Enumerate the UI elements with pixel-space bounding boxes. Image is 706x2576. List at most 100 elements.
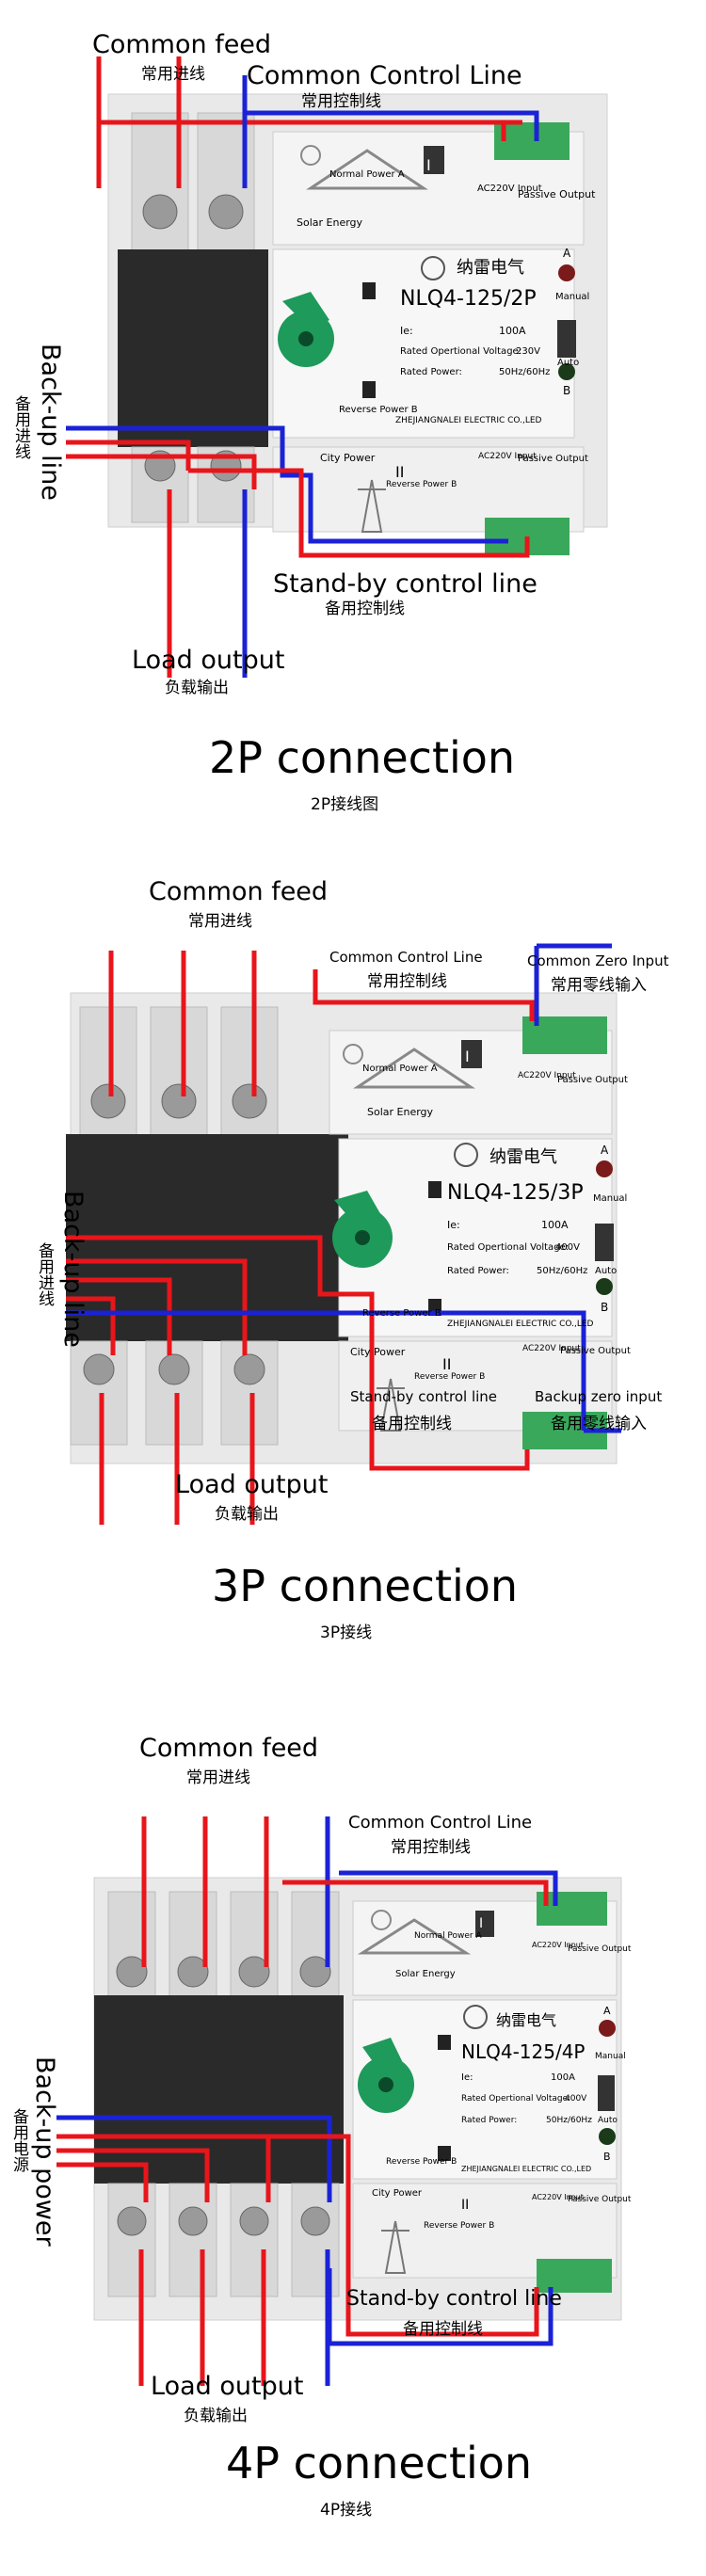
- panel-brand: 纳雷电气: [457, 258, 524, 278]
- panel-company: ZHEJIANGNALEI ELECTRIC CO.,LED: [461, 2165, 592, 2173]
- panel-input-2: AC220V Input: [532, 2193, 584, 2201]
- label-load-output-zh: 负载输出: [215, 1505, 279, 1524]
- panel-input: AC220V Input: [532, 1941, 584, 1949]
- diagram-4p: Common feed 常用进线 Common Control Line 常用控…: [0, 1722, 706, 2576]
- brand-logo-icon: [421, 256, 445, 280]
- label-common-control-zh: 常用控制线: [301, 92, 381, 111]
- panel-solar: Solar Energy: [297, 216, 363, 229]
- panel-solar: Solar Energy: [367, 1106, 434, 1118]
- switch-dark-block: [94, 1995, 344, 2184]
- panel-reverse-power-b: Reverse Power B: [424, 2221, 495, 2231]
- screw-terminal-icon: [239, 2206, 269, 2236]
- screw-terminal-icon: [161, 1083, 197, 1119]
- panel-freq-label: Rated Power:: [461, 2116, 518, 2125]
- subtitle-3p: 3P接线: [320, 1624, 373, 1642]
- rotary-handle-icon: [332, 1191, 393, 1268]
- label-common-control-zh: 常用控制线: [367, 972, 447, 991]
- led-indicator-icon: [558, 363, 575, 380]
- title-2p: 2P connection: [209, 732, 516, 783]
- panel-passive-2: Passive Output: [568, 2195, 632, 2204]
- label-common-feed-zh: 常用进线: [186, 1768, 250, 1787]
- screw-terminal-icon: [300, 2206, 330, 2236]
- label-standby-control-zh: 备用控制线: [325, 600, 405, 618]
- house-solar-icon: [343, 1044, 475, 1089]
- panel-model: NLQ4-125/3P: [447, 1181, 584, 1205]
- power-tower-icon: [381, 2220, 409, 2274]
- brand-logo-icon: [463, 2005, 488, 2029]
- panel-freq-value: 50Hz/60Hz: [499, 367, 551, 377]
- label-common-feed: Common feed: [149, 877, 329, 906]
- led-indicator-icon: [596, 1160, 613, 1177]
- panel-block-ii: II: [395, 463, 405, 481]
- panel-input: AC220V Input: [477, 184, 542, 194]
- panel-freq-label: Rated Power:: [400, 367, 462, 377]
- label-common-feed: Common feed: [139, 1734, 319, 1763]
- label-backup-zero: Backup zero input: [535, 1388, 663, 1405]
- screw-terminal-icon: [208, 194, 244, 230]
- panel-passive-2: Passive Output: [560, 1346, 631, 1356]
- label-common-control: Common Control Line: [348, 1813, 533, 1832]
- panel-city-power: City Power: [372, 2188, 423, 2199]
- label-standby-control-zh: 备用控制线: [403, 2320, 483, 2339]
- panel-led-b: B: [603, 2151, 611, 2163]
- panel-reverse-power-b: Reverse Power B: [386, 480, 457, 489]
- panel-ie-label: Ie:: [400, 325, 413, 337]
- panel-ie-label: Ie:: [461, 2072, 473, 2083]
- panel-brand: 纳雷电气: [496, 2011, 557, 2029]
- panel-normal-power: Normal Power A: [414, 1931, 482, 1941]
- rotary-handle-icon: [358, 2038, 414, 2113]
- title-3p: 3P connection: [212, 1560, 519, 1611]
- brand-logo-icon: [454, 1143, 478, 1167]
- panel-freq-value: 50Hz/60Hz: [546, 2116, 592, 2125]
- panel-passive: Passive Output: [557, 1075, 628, 1085]
- led-indicator-icon: [558, 264, 575, 281]
- panel-input-2: AC220V Input: [522, 1344, 581, 1353]
- panel-input: AC220V Input: [518, 1071, 576, 1080]
- panel-led-b: B: [601, 1301, 609, 1314]
- panel-voltage-label: Rated Opertional Voltage:: [461, 2094, 571, 2104]
- panel-led-a: A: [563, 247, 571, 260]
- panel-ie-value: 100A: [551, 2072, 575, 2083]
- power-tower-icon: [358, 479, 386, 533]
- panel-reverse-power: Reverse Power B: [339, 405, 418, 415]
- rotary-handle-icon: [278, 292, 334, 367]
- panel-block-i: I: [465, 1048, 470, 1065]
- panel-city-power: City Power: [320, 452, 376, 464]
- led-indicator-icon: [599, 2128, 616, 2145]
- screw-terminal-icon: [233, 1353, 265, 1385]
- screw-terminal-icon: [83, 1353, 115, 1385]
- label-standby-control: Stand-by control line: [346, 2287, 562, 2311]
- label-standby-control: Stand-by control line: [350, 1388, 498, 1405]
- panel-block-ii: II: [442, 1355, 452, 1373]
- screw-terminal-icon: [90, 1083, 126, 1119]
- label-common-control-zh: 常用控制线: [391, 1838, 471, 1857]
- panel-voltage-value: 400V: [565, 2094, 587, 2104]
- label-common-feed-zh: 常用进线: [188, 912, 252, 931]
- label-common-feed: Common feed: [92, 30, 272, 59]
- screw-terminal-icon: [232, 1083, 267, 1119]
- diagram-3p: Common feed 常用进线 Common Control Line 常用控…: [0, 866, 706, 1713]
- label-backup-zh: 备用电源: [9, 2108, 28, 2172]
- panel-passive: Passive Output: [518, 188, 596, 200]
- panel-brand: 纳雷电气: [489, 1147, 557, 1167]
- panel-reverse-power: Reverse Power B: [362, 1308, 441, 1319]
- title-4p: 4P connection: [226, 2438, 533, 2488]
- panel-auto: Auto: [598, 2116, 618, 2125]
- label-backup: Back-up power: [30, 2056, 59, 2247]
- house-solar-icon: [300, 145, 428, 190]
- label-common-control: Common Control Line: [247, 61, 522, 90]
- diagram-2p: Common feed 常用进线 Common Control Line 常用控…: [0, 0, 706, 828]
- screw-terminal-icon: [158, 1353, 190, 1385]
- label-common-feed-zh: 常用进线: [141, 65, 205, 84]
- label-backup-zero-zh: 备用零线输入: [551, 1415, 647, 1433]
- label-backup: Back-up line: [58, 1191, 88, 1348]
- led-indicator-icon: [599, 2020, 616, 2037]
- panel-block-i: I: [426, 156, 431, 174]
- panel-model: NLQ4-125/2P: [400, 287, 537, 311]
- label-common-zero: Common Zero Input: [527, 952, 669, 969]
- panel-voltage-value: 230V: [516, 346, 540, 357]
- label-load-output: Load output: [175, 1470, 329, 1499]
- screw-terminal-icon: [238, 1956, 270, 1988]
- panel-led-b: B: [563, 384, 571, 397]
- label-load-output-zh: 负载输出: [184, 2407, 248, 2425]
